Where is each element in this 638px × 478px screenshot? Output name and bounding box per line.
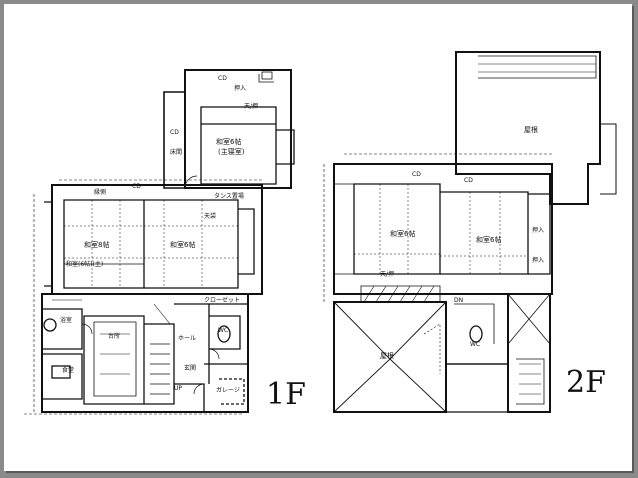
first-floor-chest-label: タンス置場 (214, 192, 244, 200)
first-floor-kitchen-label: 台所 (108, 332, 120, 340)
first-floor-washitsu-left-label: 和室8帖 (84, 240, 109, 249)
second-floor-balcony-label: 屋根 (524, 125, 538, 134)
first-floor-wc-label: WC (218, 327, 228, 334)
floor-plan-drawing: CD 押入 天/押 CD 和室6帖 (主寝室) 床間 タンス置場 縁側 CD 天… (24, 51, 617, 415)
first-floor-up-label: UP (174, 385, 182, 392)
first-floor-hall-label: ホール (178, 335, 196, 342)
first-floor-cd-label-2: CD (170, 129, 179, 136)
second-floor-cd-label-2: CD (464, 177, 473, 184)
second-floor-label: 2F (566, 365, 606, 400)
second-floor-wc-label: WC (470, 341, 480, 348)
second-floor-cd-label-1: CD (412, 171, 421, 178)
second-floor-washitsu-left-label: 和室6帖 (390, 229, 415, 238)
second-floor-tenbukuro-label: 天/押 (380, 270, 394, 278)
first-floor-dining-label: 食堂 (62, 366, 74, 374)
first-floor-closet-label: クローゼット (204, 296, 240, 304)
second-floor-plan (323, 51, 617, 413)
second-floor-roof-label: 屋根 (380, 351, 394, 360)
second-floor-oshiire-1-label: 押入 (532, 226, 544, 234)
second-floor-oshiire-2-label: 押入 (532, 256, 544, 264)
first-floor-bath-label: 浴室 (60, 316, 72, 324)
first-floor-cd-label-3: CD (132, 183, 141, 190)
second-floor-dn-label: DN (454, 297, 463, 304)
first-floor-washitsu-back-label: 和室6帖 (216, 137, 241, 146)
floor-plan-sheet: CD 押入 天/押 CD 和室6帖 (主寝室) 床間 タンス置場 縁側 CD 天… (4, 4, 632, 471)
first-floor-entrance-label: 玄関 (184, 364, 196, 372)
first-floor-cd-label-1: CD (218, 75, 227, 82)
first-floor-washitsu-back-note: (主寝室) (218, 147, 245, 156)
first-floor-tenbukuro-right: 天袋 (204, 212, 216, 220)
first-floor-oshiire-back-label: 押入 (234, 84, 246, 92)
first-floor-washitsu-left-note: 和室(6帖)(主) (66, 260, 103, 268)
second-floor-washitsu-right-label: 和室6帖 (476, 235, 501, 244)
first-floor-engawa-label: 縁側 (94, 188, 106, 196)
first-floor-label: 1F (266, 377, 306, 412)
first-floor-plan (24, 69, 295, 415)
first-floor-garage-label: ガレージ (216, 386, 240, 394)
first-floor-tenbukuro-label: 天/押 (244, 102, 258, 110)
first-floor-tokonoma-label: 床間 (170, 148, 182, 156)
first-floor-washitsu-right-label: 和室6帖 (170, 240, 195, 249)
